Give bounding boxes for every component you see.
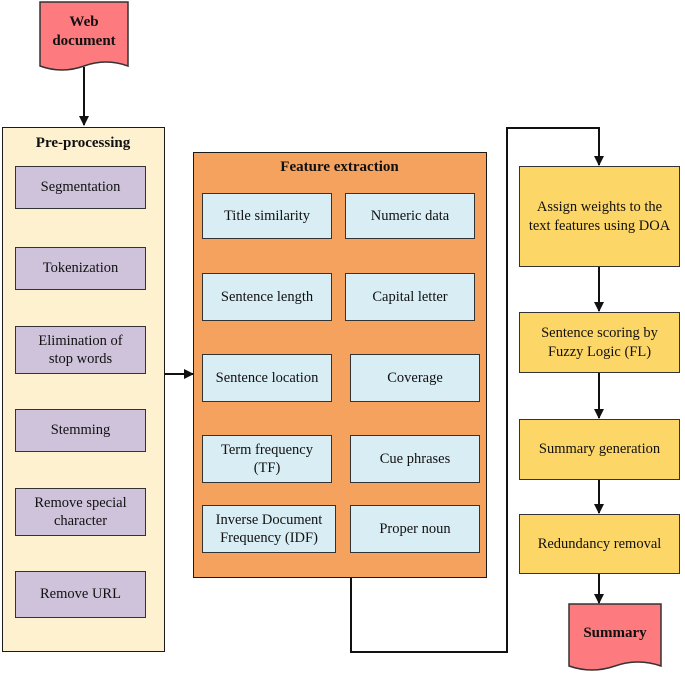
feature-proper-noun: Proper noun	[350, 505, 480, 553]
feature-inverse-document-frequency: Inverse Document Frequency (IDF)	[202, 505, 336, 553]
feature-extraction-panel: Feature extraction Title similarity Nume…	[193, 152, 487, 578]
preprocessing-title: Pre-processing	[35, 134, 131, 151]
step-redundancy-removal: Redundancy removal	[519, 514, 680, 574]
web-document-shape	[39, 1, 129, 71]
feature-numeric-data: Numeric data	[345, 193, 475, 239]
step-segmentation: Segmentation	[15, 166, 146, 209]
step-stemming: Stemming	[15, 409, 146, 452]
feature-title-similarity: Title similarity	[202, 193, 332, 239]
preprocessing-panel: Pre-processing Segmentation Tokenization…	[2, 127, 165, 652]
step-remove-special-character: Remove special character	[15, 488, 146, 536]
feature-term-frequency: Term frequency (TF)	[202, 435, 332, 483]
step-summary-generation: Summary generation	[519, 419, 680, 480]
feature-coverage: Coverage	[350, 354, 480, 402]
summary-document-shape	[568, 603, 662, 671]
arrow-features-to-weights	[350, 127, 604, 653]
feature-sentence-length: Sentence length	[202, 273, 332, 321]
step-stop-words: Elimination of stop words	[15, 326, 146, 374]
feature-capital-letter: Capital letter	[345, 273, 475, 321]
feature-cue-phrases: Cue phrases	[350, 435, 480, 483]
step-remove-url: Remove URL	[15, 571, 146, 618]
feature-sentence-location: Sentence location	[202, 354, 332, 402]
feature-extraction-title: Feature extraction	[280, 158, 399, 175]
step-sentence-scoring: Sentence scoring by Fuzzy Logic (FL)	[519, 312, 680, 373]
step-assign-weights: Assign weights to the text features usin…	[519, 166, 680, 267]
step-tokenization: Tokenization	[15, 247, 146, 290]
summary-document-label: Summary	[583, 624, 647, 641]
web-document-label: Web document	[52, 14, 116, 49]
